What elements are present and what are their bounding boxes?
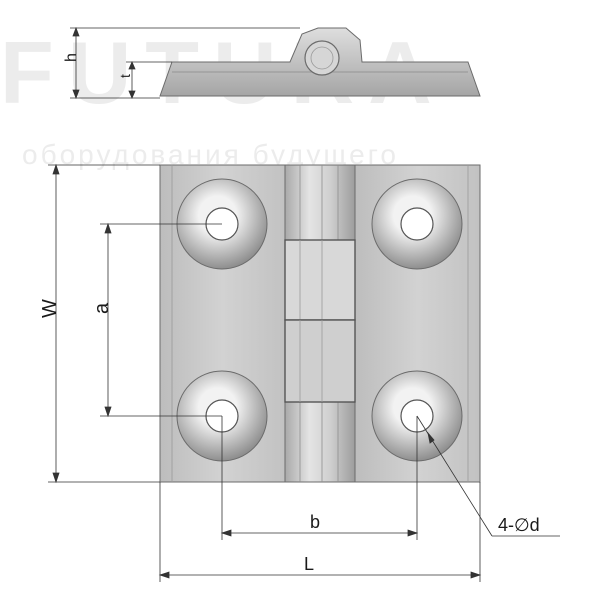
hole-callout-leader [416, 415, 560, 537]
knuckle-segment-bottom [284, 319, 356, 403]
dimension-t-label: t [117, 74, 133, 78]
knuckle-segment-top [284, 239, 356, 321]
hinge-front-view [159, 164, 481, 483]
side-view-pin [304, 40, 340, 76]
dimension-W [48, 163, 160, 484]
dimension-h-label: h [63, 53, 80, 62]
dimension-b-label: b [310, 512, 320, 532]
hole-callout-label: 4-∅d [498, 515, 540, 535]
dimension-a [100, 222, 222, 418]
hinge-side-view [159, 27, 481, 97]
dimension-a-label: a [91, 302, 113, 314]
dimension-L [158, 482, 482, 582]
hole-top-right [371, 178, 463, 270]
dimension-h [70, 26, 300, 100]
dimension-L-label: L [304, 554, 314, 574]
dimension-W-label: W [39, 299, 61, 318]
dimension-b [220, 416, 419, 540]
dimension-t [126, 60, 172, 100]
